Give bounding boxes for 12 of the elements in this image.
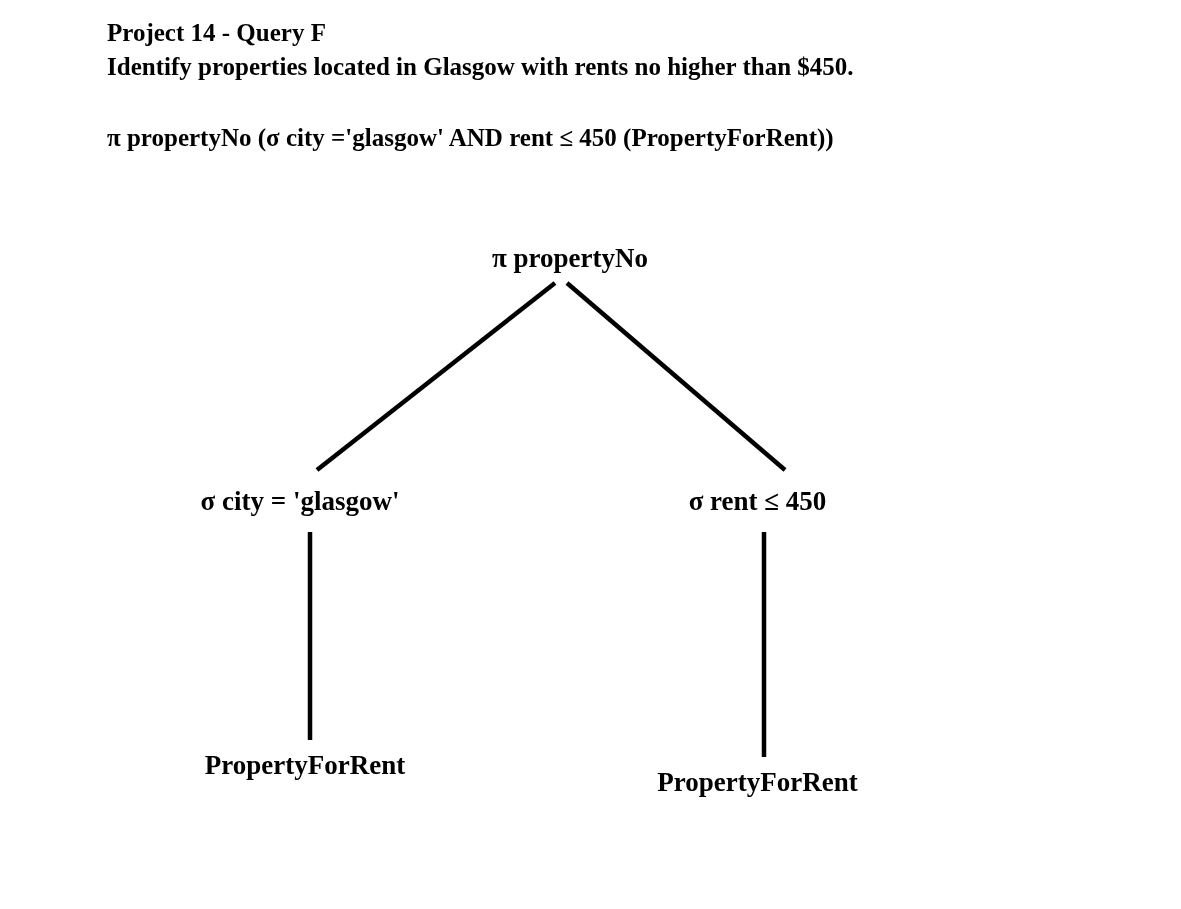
tree-edge-line [761,532,767,757]
tree-node-label: σ rent ≤ 450 [688,485,827,517]
tree-node-label: PropertyForRent [204,749,406,781]
tree-node-label: σ city = 'glasgow' [200,485,400,517]
tree-edge-line [307,532,313,740]
tree-edge-line [315,281,557,472]
tree-edge-line [565,281,787,472]
relational-algebra-expression: π propertyNo (σ city ='glasgow' AND rent ≤ 450 (PropertyForRent)) [107,123,834,153]
tree-node-label: PropertyForRent [657,766,858,798]
task-description: Identify properties located in Glasgow with rents no higher than $450. [107,52,854,82]
tree-node-label: π propertyNo [492,242,648,274]
title: Project 14 - Query F [107,18,326,48]
